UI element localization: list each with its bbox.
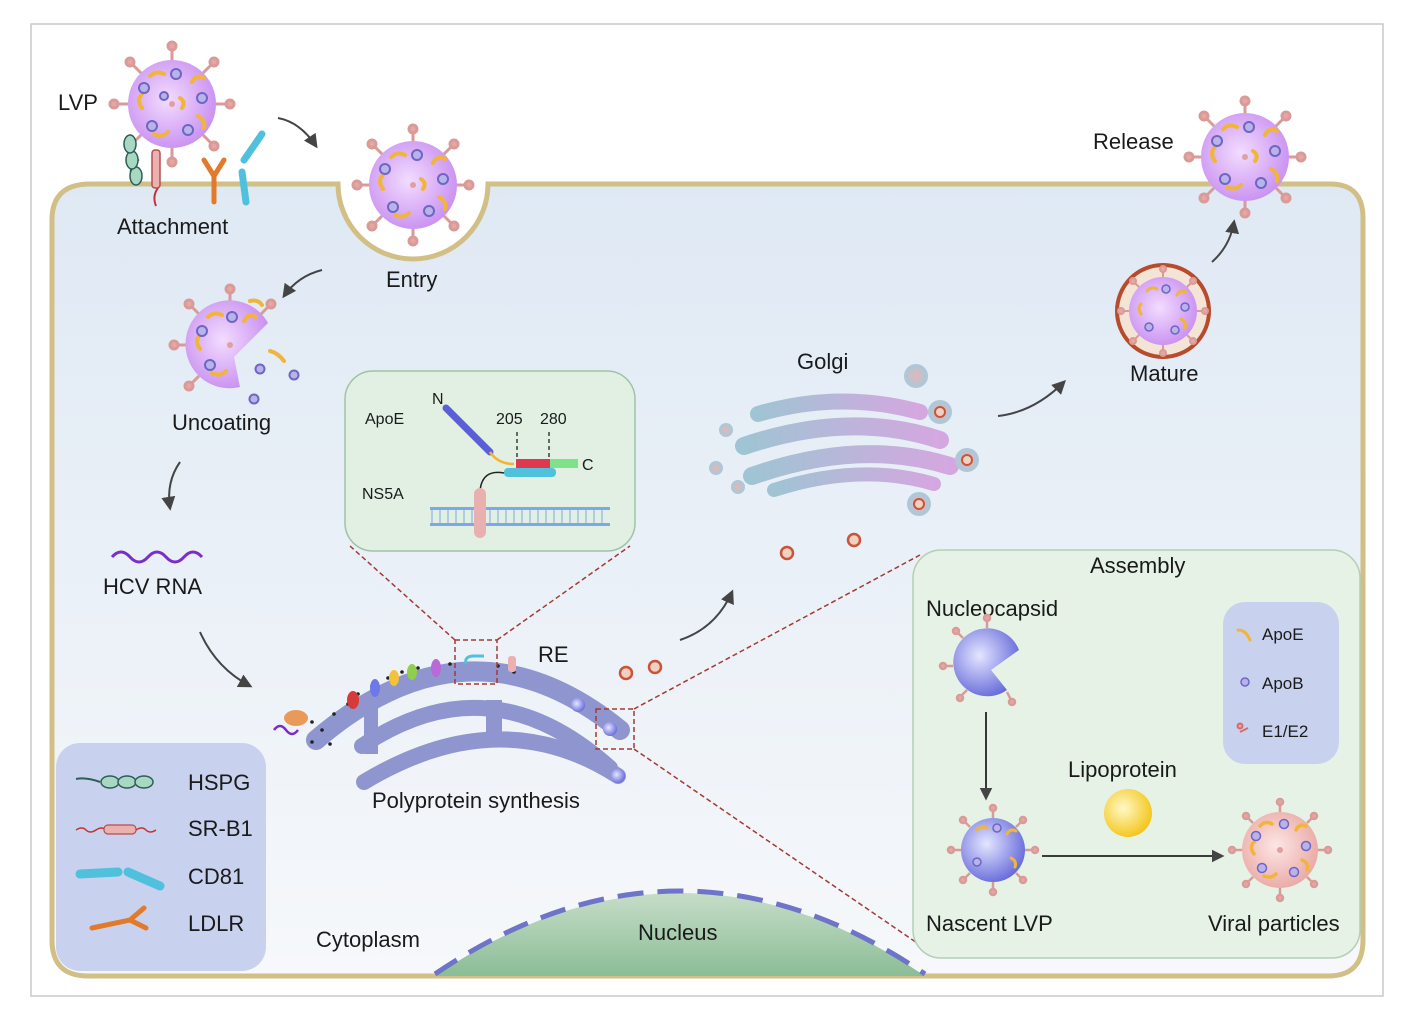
cd81-icon [75, 867, 165, 891]
assembly-legend: ApoE ApoB E1/E2 [1223, 602, 1339, 764]
srb1-receptor [151, 149, 161, 207]
assembly-legend-apob: ApoB [1262, 674, 1304, 693]
arrow-er-to-golgi [679, 589, 734, 641]
srb1-icon [75, 824, 157, 835]
nucleus-label: Nucleus [638, 920, 717, 945]
mature-label: Mature [1130, 361, 1198, 386]
nascent-lvp-particle [946, 803, 1040, 897]
polyprotein-synthesis-label: Polyprotein synthesis [372, 788, 580, 813]
cytoplasm-label: Cytoplasm [316, 927, 420, 952]
inset-apoe-label: ApoE [365, 411, 404, 428]
assembly-zoom-line-top [633, 554, 921, 710]
release-label: Release [1093, 129, 1174, 154]
legend-cd81-label: CD81 [188, 864, 244, 889]
er-zoom-box [454, 639, 498, 685]
release-virion [1183, 95, 1307, 219]
assembly-panel: Assembly Nucleocapsid Lipoprotein Nascen… [912, 549, 1361, 959]
nascent-lvp-label: Nascent LVP [926, 911, 1053, 936]
lvp-virion [108, 40, 236, 168]
arrow-attach-to-entry [277, 117, 318, 149]
viral-particle [1227, 797, 1333, 903]
entry-label: Entry [386, 267, 437, 292]
hspg-receptor [123, 134, 143, 186]
attachment-label: Attachment [117, 214, 228, 239]
apoe-ns5a-inset: ApoE NS5A N 205 280 C [344, 370, 636, 552]
legend-srb1-label: SR-B1 [188, 816, 253, 841]
arrow-uncoating-to-rna [161, 461, 181, 511]
golgi-vesicles [709, 364, 979, 516]
assembly-legend-apoe: ApoE [1262, 625, 1304, 644]
arrow-rna-to-er [199, 631, 253, 688]
arrow-golgi-to-mature [997, 380, 1066, 417]
legend-hspg-label: HSPG [188, 770, 250, 795]
e1e2-icon [1236, 722, 1249, 733]
assembly-zoom-line-bottom [633, 748, 921, 946]
golgi-label: Golgi [797, 349, 848, 374]
nucleocapsid-label: Nucleocapsid [926, 596, 1058, 621]
uncoating-label: Uncoating [172, 410, 271, 435]
ldlr-receptor [201, 157, 227, 205]
hcv-rna-strand [110, 550, 204, 564]
mature-virion [1115, 263, 1211, 359]
assembly-legend-e1e2: E1/E2 [1262, 722, 1308, 741]
apoe-icon [1236, 628, 1252, 642]
hspg-icon [75, 775, 154, 789]
assembly-zoom-box [595, 708, 635, 750]
transport-vesicles [618, 532, 862, 681]
cd81-receptor [238, 130, 266, 206]
receptor-legend: HSPG SR-B1 CD81 LDLR [56, 743, 266, 971]
inset-c-terminus: C [582, 457, 594, 474]
legend-ldlr-label: LDLR [188, 911, 244, 936]
endoplasmic-reticulum [273, 654, 630, 790]
membrane-receptors [123, 130, 266, 207]
uncoating-virion [168, 283, 300, 405]
apob-icon [1240, 677, 1250, 687]
nucleus: Nucleus [433, 888, 927, 977]
re-label: RE [538, 642, 569, 667]
hcv-rna-label: HCV RNA [103, 574, 202, 599]
ldlr-icon [89, 905, 149, 931]
lipid-bilayer [430, 507, 610, 526]
viral-particles-label: Viral particles [1208, 911, 1340, 936]
lipoprotein-label: Lipoprotein [1068, 757, 1177, 782]
assembly-title: Assembly [1090, 553, 1185, 578]
arrow-entry-to-uncoating [282, 269, 323, 299]
entry-virion [351, 123, 475, 247]
lipoprotein-particle [1104, 789, 1152, 837]
inset-pos-280: 280 [540, 411, 567, 428]
golgi-apparatus [735, 393, 959, 497]
inset-ns5a-label: NS5A [362, 486, 404, 503]
lvp-label: LVP [58, 90, 98, 115]
zoom-line-right [496, 545, 631, 641]
nucleocapsid-particle [938, 613, 1019, 707]
inset-pos-205: 205 [496, 411, 523, 428]
inset-n-terminus: N [432, 391, 444, 408]
arrow-mature-to-release [1211, 219, 1240, 263]
